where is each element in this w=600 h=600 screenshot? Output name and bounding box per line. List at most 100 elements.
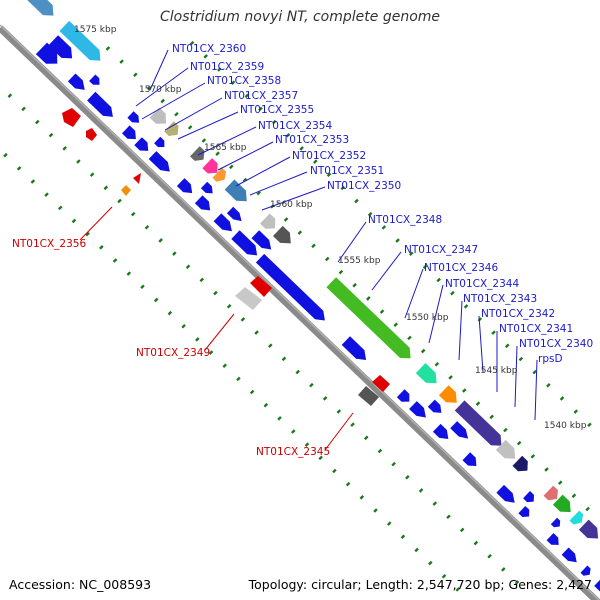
scale-label: 1565 kbp — [204, 143, 247, 153]
guide-dot — [195, 337, 200, 342]
reverse-cds — [62, 108, 81, 127]
feature-box — [454, 400, 502, 446]
genome-backbone-highlight — [0, 24, 600, 600]
reverse-cds — [121, 185, 131, 196]
guide-dot — [377, 448, 383, 454]
guide-dot — [436, 277, 441, 283]
guide-dot — [434, 361, 440, 367]
guide-dot — [277, 416, 282, 421]
guide-dot — [571, 493, 577, 499]
guide-dot — [254, 330, 259, 335]
gene-label: NT01CX_2353 — [275, 134, 349, 146]
guide-dot — [544, 467, 549, 472]
forward-cds — [194, 195, 211, 211]
feature-box — [415, 363, 437, 384]
gene-label: NT01CX_2340 — [519, 338, 593, 350]
genome-stats-text: Topology: circular; Length: 2,547,720 bp… — [248, 577, 592, 592]
label-leaders-bottom — [79, 206, 354, 451]
feature-box — [273, 225, 291, 244]
forward-cds — [462, 452, 477, 466]
gene-label: NT01CX_2346 — [424, 262, 498, 274]
guide-dot — [290, 429, 296, 434]
guide-dot — [99, 245, 104, 250]
guide-dot — [48, 132, 54, 138]
gene-label: NT01CX_2342 — [481, 308, 555, 320]
guide-dot — [203, 54, 208, 59]
guide-dot — [89, 172, 95, 177]
scale-label: 1550 kbp — [406, 313, 449, 323]
guide-dot — [428, 560, 433, 566]
guide-dot — [338, 269, 344, 275]
reverse-cds — [358, 386, 379, 406]
guide-dot — [462, 388, 467, 393]
accession-text: Accession: NC_008593 — [9, 577, 152, 592]
forward-cds — [580, 565, 591, 576]
guide-dot — [281, 356, 287, 362]
guide-dot — [501, 567, 506, 572]
guide-dot — [217, 67, 222, 72]
forward-cds — [154, 136, 165, 148]
scale-label: 1540 kbp — [544, 421, 587, 431]
gene-label: NT01CX_2341 — [499, 323, 573, 335]
guide-dot — [516, 440, 522, 446]
gene-labels-top: NT01CX_2360 NT01CX_2359 NT01CX_2358 NT01… — [172, 43, 593, 365]
gene-labels-bottom: NT01CX_2356 NT01CX_2349 NT01CX_2345 — [12, 238, 330, 458]
guide-dot — [3, 152, 8, 158]
forward-cds — [518, 506, 530, 517]
guide-dot — [189, 40, 195, 46]
scale-label: 1570 kbp — [139, 85, 182, 95]
forward-cds — [523, 491, 534, 503]
guide-dot — [332, 468, 337, 474]
guide-dot — [146, 85, 152, 91]
guide-dot — [324, 256, 330, 262]
guide-dot — [299, 146, 304, 151]
feature-box — [202, 158, 218, 174]
guide-dot — [35, 119, 40, 125]
guide-dot — [345, 481, 351, 487]
scale-labels: 1575 kbp 1570 kbp 1565 kbp 1560 kbp 1555… — [74, 25, 587, 431]
guide-dot — [21, 106, 26, 112]
forward-cds — [67, 73, 85, 90]
guide-dot — [236, 376, 241, 382]
guide-dot — [240, 317, 246, 322]
guide-dot — [85, 231, 90, 237]
guide-dot — [418, 488, 424, 493]
forward-cds — [134, 137, 149, 151]
guide-dot — [386, 521, 392, 526]
guide-dot — [350, 422, 355, 427]
guide-dot — [432, 501, 438, 506]
feature-box — [27, 0, 54, 16]
guide-dot — [213, 290, 218, 296]
guide-dot — [256, 190, 261, 196]
reverse-cds — [86, 128, 97, 141]
forward-cds — [427, 399, 442, 413]
guide-dot — [160, 98, 166, 104]
guide-dot — [181, 323, 186, 329]
guide-dot — [367, 211, 373, 217]
gene-label: NT01CX_2352 — [292, 150, 366, 162]
label-leaders-top — [135, 49, 538, 421]
guide-dot — [126, 271, 132, 276]
guide-dot — [295, 369, 300, 375]
gene-label: NT01CX_2350 — [327, 180, 401, 192]
reverse-cds — [372, 375, 390, 392]
forward-cds — [396, 389, 410, 402]
gene-label: NT01CX_2351 — [310, 165, 384, 177]
gene-label: NT01CX_2359 — [190, 61, 264, 73]
guide-dot — [199, 277, 205, 283]
feature-box — [260, 213, 276, 229]
guide-dot — [326, 172, 332, 178]
page-title: Clostridium novyi NT, complete genome — [159, 9, 441, 25]
guide-dot — [187, 125, 193, 130]
feature-box — [59, 20, 101, 61]
guide-dot — [133, 72, 138, 78]
gene-label: NT01CX_2347 — [404, 244, 478, 256]
guide-dot — [395, 238, 400, 243]
guide-dot — [559, 396, 565, 401]
feature-box — [543, 485, 558, 501]
guide-dot — [473, 540, 479, 546]
guide-dot — [585, 506, 590, 512]
feature-box — [569, 510, 584, 525]
forward-cds — [450, 421, 469, 439]
scale-label: 1575 kbp — [74, 25, 117, 35]
